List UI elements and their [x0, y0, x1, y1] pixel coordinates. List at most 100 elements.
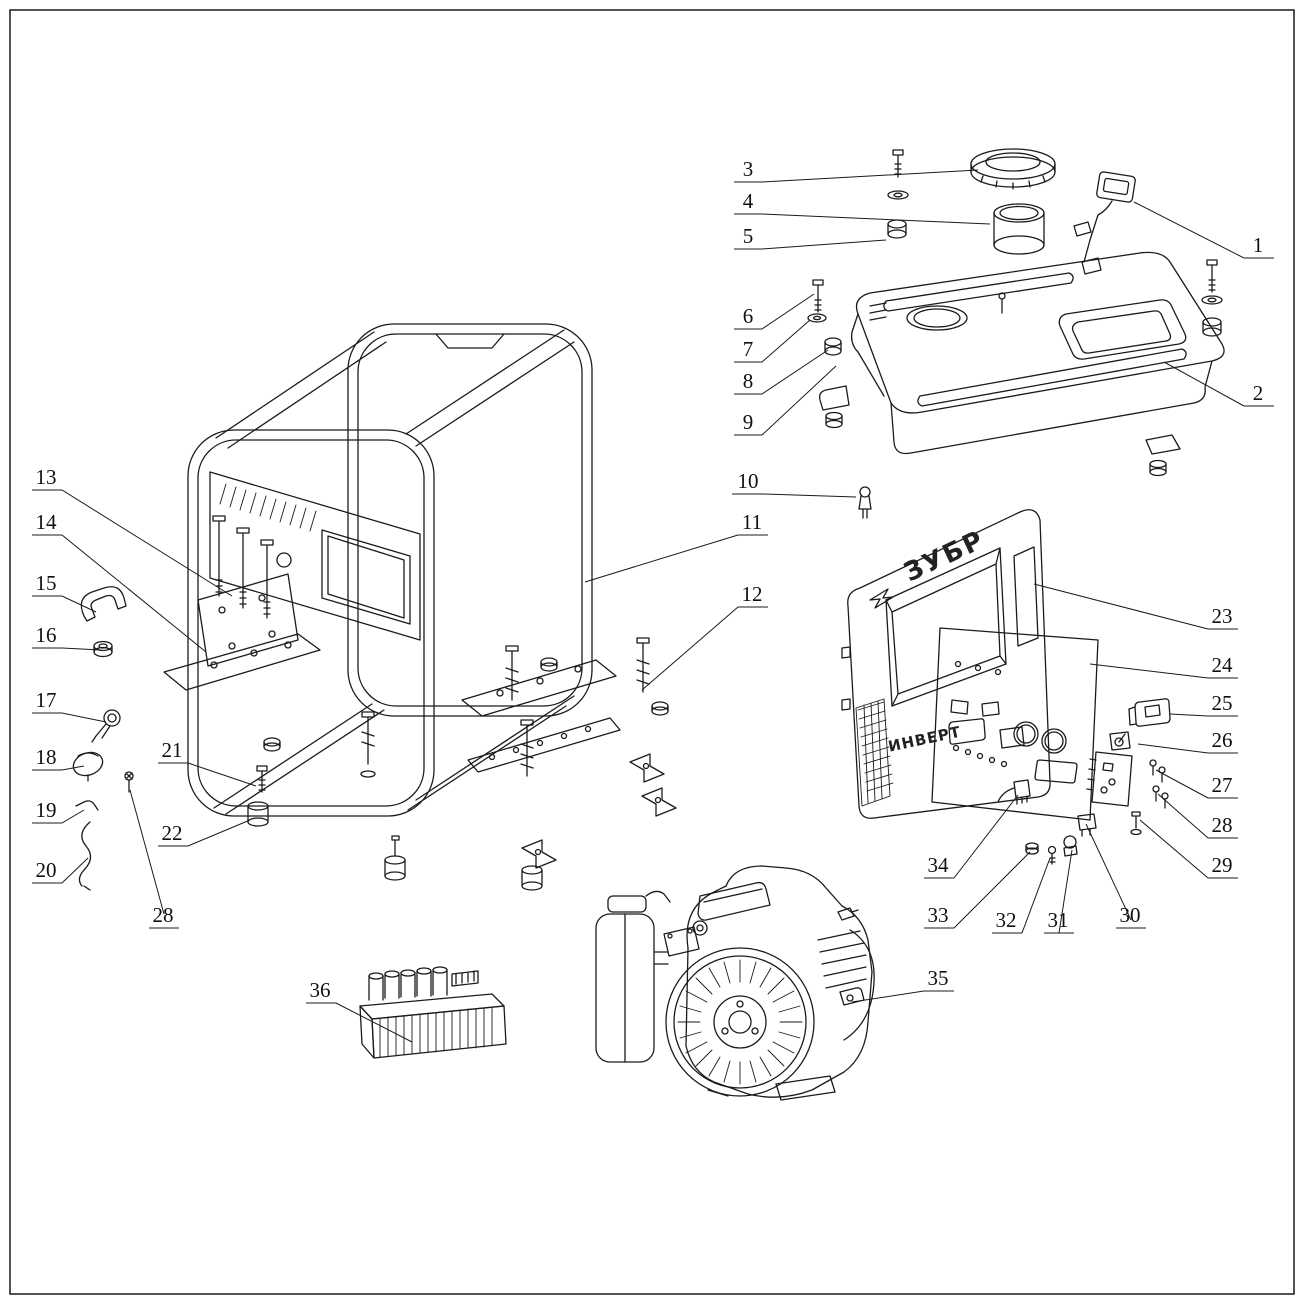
callout-13: 13 — [36, 465, 57, 489]
leader-25 — [1169, 713, 1238, 717]
frame-assembly — [163, 323, 677, 891]
callout-33: 33 — [928, 903, 949, 927]
callout-4: 4 — [743, 189, 754, 213]
left-small-parts — [72, 586, 134, 891]
leader-28l — [129, 789, 179, 929]
callout-17: 17 — [36, 688, 57, 712]
leader-5 — [734, 239, 887, 250]
callout-6: 6 — [743, 304, 754, 328]
leader-21 — [158, 762, 257, 787]
callout-1: 1 — [1253, 233, 1264, 257]
leader-3 — [734, 169, 979, 183]
callout-30: 30 — [1120, 903, 1141, 927]
hex-nut — [93, 640, 113, 658]
frame-corner-brackets — [521, 753, 677, 869]
callout-36: 36 — [310, 978, 331, 1002]
callout-20: 20 — [36, 858, 57, 882]
cap-screw-stack — [887, 149, 909, 239]
engine-bracket — [839, 987, 865, 1006]
engine-assembly — [595, 865, 875, 1101]
panel-model-text: ИНВЕРТ — [887, 723, 963, 756]
rocker-switch — [1128, 698, 1171, 727]
callout-35: 35 — [928, 966, 949, 990]
callout-2: 2 — [1253, 381, 1264, 405]
leader-36 — [306, 1002, 413, 1043]
air-filter-box — [595, 890, 671, 1063]
drain-hose — [78, 821, 92, 891]
callout-28-right: 28 — [1212, 813, 1233, 837]
cotter-pin — [75, 800, 99, 811]
leader-26 — [1137, 743, 1238, 754]
leader-30 — [1085, 823, 1146, 929]
tank-screw-stack-left — [807, 279, 842, 356]
panel-mount-screws — [212, 515, 274, 619]
callout-14: 14 — [36, 510, 58, 534]
callout-labels: 1 2 3 4 5 6 7 8 9 10 11 12 13 14 15 16 1… — [36, 157, 1264, 1002]
callout-18: 18 — [36, 745, 57, 769]
frame-vent-panel — [209, 471, 421, 641]
frame-base-plates — [163, 633, 621, 773]
leader-1 — [1133, 201, 1274, 259]
cap-knob — [72, 751, 104, 782]
leader-6 — [734, 293, 815, 330]
callout-8: 8 — [743, 369, 754, 393]
leader-16 — [32, 647, 102, 651]
callout-25: 25 — [1212, 691, 1233, 715]
fan-cover — [665, 947, 815, 1097]
fuel-tank-body — [818, 251, 1225, 477]
leader-2 — [1163, 361, 1274, 407]
callout-11: 11 — [742, 510, 762, 534]
heatsink-body — [359, 993, 507, 1059]
pipe-clamp — [80, 586, 127, 622]
callout-5: 5 — [743, 224, 754, 248]
leader-4 — [734, 213, 991, 225]
terminal-nut — [1025, 842, 1039, 855]
fuel-filter-cup — [993, 203, 1045, 255]
leader-32 — [992, 857, 1051, 934]
callout-10: 10 — [738, 469, 759, 493]
fuel-valve — [858, 486, 872, 519]
fuel-tank-assembly — [807, 148, 1225, 519]
fuel-gauge — [1073, 171, 1136, 275]
leader-31 — [1044, 849, 1074, 934]
callout-32: 32 — [996, 908, 1017, 932]
leader-14 — [32, 534, 207, 653]
leader-8 — [734, 349, 829, 395]
page-border — [9, 9, 1295, 1295]
leader-10 — [732, 493, 857, 498]
frame-mount-plate — [197, 573, 299, 667]
leader-35 — [851, 990, 954, 1003]
engine-block — [663, 865, 875, 1101]
callout-31: 31 — [1048, 908, 1069, 932]
leader-27 — [1155, 769, 1238, 799]
inverter-module — [359, 966, 507, 1059]
callout-24: 24 — [1212, 653, 1234, 677]
foot-bolts — [256, 765, 400, 857]
leader-17 — [32, 712, 107, 723]
panel-bolt — [1130, 811, 1142, 836]
circuit-board — [1086, 751, 1133, 807]
capacitor-part — [1063, 835, 1078, 857]
callout-28-left: 28 — [153, 903, 174, 927]
callout-23: 23 — [1212, 604, 1233, 628]
callout-29: 29 — [1212, 853, 1233, 877]
callout-7: 7 — [743, 337, 754, 361]
wire-connector — [997, 779, 1031, 805]
callout-34: 34 — [928, 853, 950, 877]
panel-screws-b — [1152, 785, 1169, 809]
leader-lines — [32, 169, 1274, 1043]
callout-9: 9 — [743, 410, 754, 434]
capacitors — [368, 966, 479, 1001]
leader-9 — [734, 365, 837, 436]
callout-26: 26 — [1212, 728, 1233, 752]
hook-clamp — [91, 709, 121, 743]
callout-16: 16 — [36, 623, 57, 647]
leader-23 — [1033, 583, 1238, 630]
brand-logo-text: ЗУБР — [899, 525, 989, 588]
back-plate — [931, 627, 1099, 821]
leader-24 — [1089, 663, 1238, 679]
fuel-cap — [970, 148, 1056, 190]
leader-29 — [1139, 819, 1238, 879]
